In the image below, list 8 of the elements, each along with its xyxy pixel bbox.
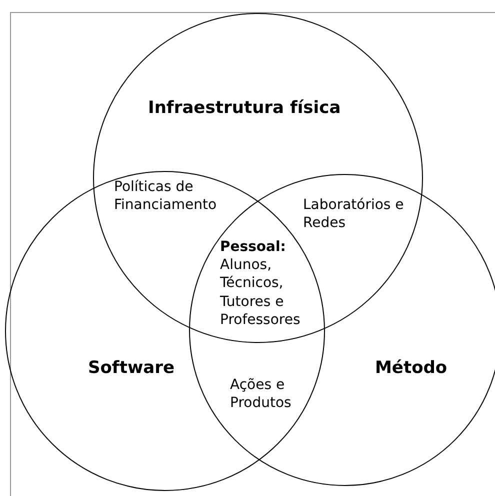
circle-title: Infraestrutura física (148, 98, 341, 118)
region-label: Laboratórios e Redes (303, 196, 405, 232)
circle-title: Método (375, 358, 448, 378)
circle-title: Software (88, 358, 175, 378)
region-label: Ações e Produtos (230, 376, 292, 412)
venn-circle (93, 13, 423, 343)
region-label: Pessoal: Alunos, Técnicos, Tutores e Professores (220, 238, 302, 329)
region-label: Políticas de Financiamento (114, 178, 218, 214)
